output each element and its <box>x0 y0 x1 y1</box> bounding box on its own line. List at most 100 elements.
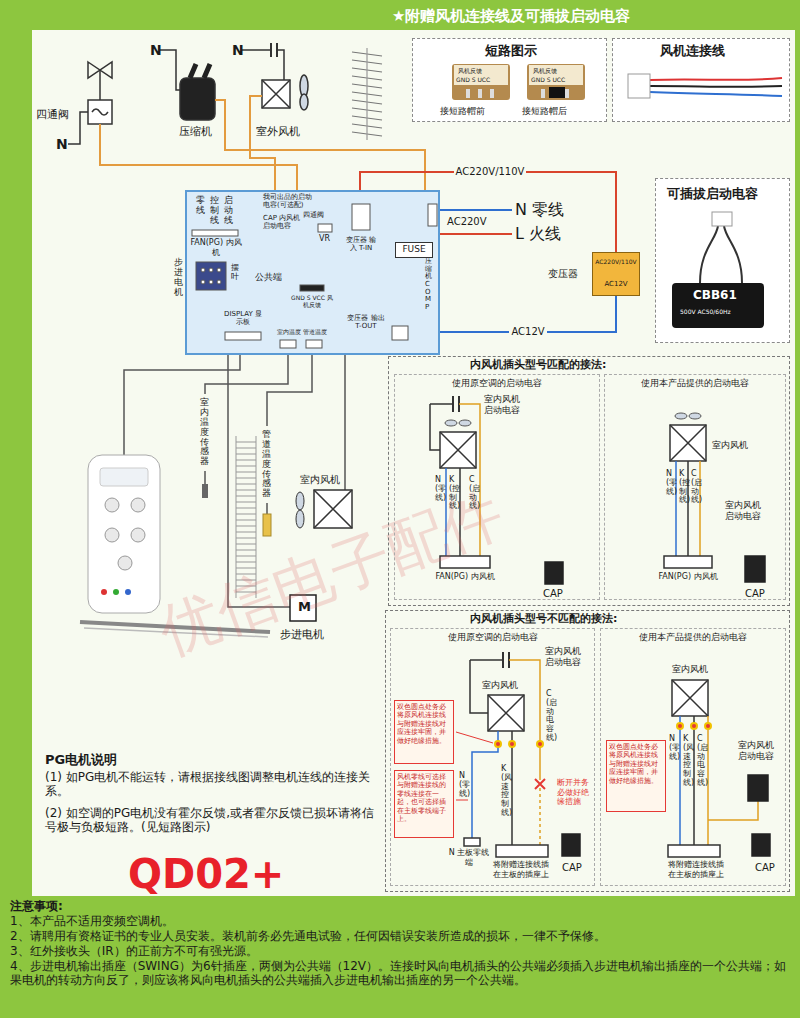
part-name: 室内风机 启动电容 <box>725 500 765 522</box>
outdoor-unit <box>190 64 210 78</box>
warning-note-text: 双色圆点处务必将原风机连接线与附赠连接线对应连接牢固，并做好绝缘措施。 <box>609 743 663 785</box>
indoor-wires <box>204 471 206 484</box>
control-board-text: 变压器 输入 T-IN <box>343 236 379 253</box>
evaporator-grille <box>236 478 256 479</box>
control-board-text: CAP 内风机 启动电容 <box>263 214 301 231</box>
warning-note-text: 风机零线可选择与附赠连接线的零线连接在一起，也可选择插在主板零线端子上。 <box>397 773 451 823</box>
part-name: 室内风机 启动电容 <box>738 740 782 762</box>
sub-panel-text: 使用原空调的启动电容 <box>397 378 597 389</box>
remote-control <box>105 528 119 542</box>
warning-note-text: 双色圆点处务必将原风机连接线与附赠连接线对应连接牢固，并做好绝缘措施。 <box>397 703 451 745</box>
voltage-label: AC12V <box>509 326 546 338</box>
board-parts <box>192 230 238 236</box>
capacitor-photo <box>712 212 732 226</box>
board-parts <box>318 224 332 232</box>
evaporator-grille <box>236 442 256 443</box>
outdoor-unit <box>300 94 308 110</box>
evaporator-grille <box>236 520 256 521</box>
pcb-print: 风机反馈 <box>458 67 482 74</box>
unmatched-wiring <box>503 652 509 668</box>
evaporator-grille <box>236 514 256 515</box>
control-board-text: 四通阀 <box>303 211 324 219</box>
junction-dots <box>678 724 682 728</box>
matched-wiring <box>675 461 677 556</box>
matched-wiring <box>675 413 687 419</box>
board-parts <box>392 326 408 340</box>
board-parts <box>192 204 437 348</box>
page-title: ★附赠风机连接线及可插拔启动电容 <box>392 7 630 25</box>
evaporator-grille <box>236 472 256 473</box>
outdoor-grille <box>352 48 382 140</box>
part-name: 四通阀 <box>36 108 69 121</box>
section-box-text: 内风机插头型号匹配的接法: <box>470 358 606 371</box>
note-text: 4、步进电机输出插座（SWING）为6针插座，两侧为公共端（12V）。连接时风向… <box>10 959 790 988</box>
wire-name: C(启动线) <box>469 476 477 511</box>
remote-control <box>101 589 107 595</box>
connector-name: FAN(PG) 内风机 <box>433 572 497 582</box>
short-cap-photo <box>452 64 510 100</box>
board-parts <box>306 340 322 348</box>
junction-dots <box>692 724 696 728</box>
unmatched-wiring <box>748 775 768 801</box>
matched-wiring <box>430 404 440 450</box>
section-box: 内风机插头型号匹配的接法:使用原空调的启动电容使用本产品提供的启动电容 <box>388 356 790 606</box>
indoor-fan <box>296 510 304 528</box>
outdoor-unit <box>271 43 277 57</box>
neutral-mark: N <box>150 42 162 59</box>
junction-dots <box>538 742 542 746</box>
unmatched-wiring <box>708 801 758 820</box>
unmatched-wiring <box>470 659 503 661</box>
wire-name: N(零线) <box>669 735 677 761</box>
wire-name: K(风速控制线) <box>683 735 691 788</box>
fuse-box-text: FUSE <box>396 244 432 255</box>
matched-wiring <box>670 425 706 461</box>
transformer-box-text: AC12V <box>594 280 638 288</box>
matched-wiring <box>670 425 706 461</box>
part-name: 室内风机 启动电容 <box>484 394 524 416</box>
remote-control <box>113 589 119 595</box>
indoor-fan <box>314 490 352 528</box>
connector-name: FAN(PG) 内风机 <box>656 572 720 582</box>
matched-wiring <box>687 461 689 556</box>
junction-dots <box>510 742 514 746</box>
outdoor-wires <box>215 100 425 190</box>
outdoor-unit <box>68 43 308 144</box>
terminal-name: N 主板零线端 <box>446 848 492 867</box>
control-board-text: 公共端 <box>255 272 282 283</box>
evaporator-grille <box>236 484 256 485</box>
wire-name: K(风速控制线) <box>501 765 509 818</box>
figure-panel-text: 接短路帽后 <box>522 106 567 117</box>
notes-heading: 注意事项: <box>10 899 63 913</box>
capacitor-photo <box>672 283 764 328</box>
wire-connector <box>360 172 616 252</box>
junction-dots <box>494 740 502 748</box>
outdoor-unit <box>277 50 284 80</box>
matched-wiring <box>440 432 476 468</box>
connector-name: CAP <box>745 588 765 600</box>
fuse-box: FUSE <box>395 242 433 258</box>
figure-panel-text: 接短路帽前 <box>440 106 485 117</box>
board-parts <box>196 262 226 290</box>
matched-wiring <box>430 403 453 405</box>
fan-cable-photo <box>650 85 782 88</box>
note-text: 1、本产品不适用变频空调机。 <box>10 914 790 928</box>
outdoor-unit <box>88 100 112 124</box>
part-name: 压缩机 <box>179 125 212 138</box>
evaporator-grille <box>236 448 256 449</box>
part-name: 室内风机 <box>300 474 340 486</box>
junction-dots <box>496 742 500 746</box>
control-board-text: 零线 <box>196 196 205 216</box>
outdoor-unit <box>262 80 290 108</box>
figure-panel: 风机连接线 <box>612 38 790 122</box>
indoor-wires <box>344 355 346 490</box>
capacitor-photo <box>700 226 718 283</box>
unmatched-wiring <box>668 845 720 857</box>
unmatched-wiring <box>693 716 695 845</box>
outdoor-unit <box>68 112 88 144</box>
section-box-text: 内风机插头型号不匹配的接法: <box>470 612 617 625</box>
evaporator-grille <box>236 496 256 497</box>
unmatched-wiring <box>488 695 524 731</box>
matched-wiring <box>459 420 471 426</box>
indoor-fan <box>296 492 304 510</box>
